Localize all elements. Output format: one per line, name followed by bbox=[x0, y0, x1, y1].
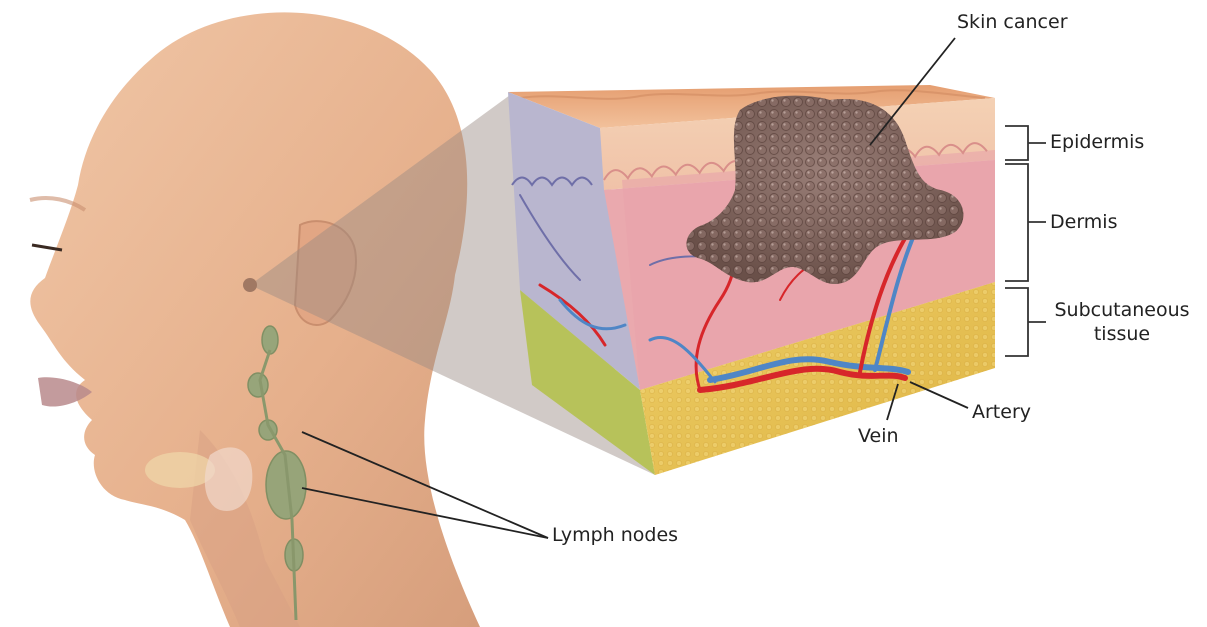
subcutaneous-bracket bbox=[1005, 288, 1046, 356]
artery-leader bbox=[910, 382, 968, 408]
label-epidermis: Epidermis bbox=[1050, 130, 1144, 154]
label-lymph-nodes: Lymph nodes bbox=[552, 523, 678, 547]
jaw-gland bbox=[205, 447, 253, 511]
salivary-gland bbox=[145, 452, 215, 488]
label-artery: Artery bbox=[972, 400, 1031, 424]
layer-brackets bbox=[1005, 126, 1046, 356]
label-skin-cancer: Skin cancer bbox=[957, 10, 1068, 34]
label-vein: Vein bbox=[858, 424, 899, 448]
label-subcutaneous: Subcutaneous tissue bbox=[1046, 298, 1198, 346]
label-subcutaneous-line1: Subcutaneous bbox=[1046, 298, 1198, 322]
lesion-site bbox=[243, 278, 257, 292]
dermis-bracket bbox=[1005, 164, 1046, 281]
skin-block bbox=[508, 85, 995, 475]
epidermis-bracket bbox=[1005, 126, 1046, 160]
label-subcutaneous-line2: tissue bbox=[1046, 322, 1198, 346]
label-dermis: Dermis bbox=[1050, 210, 1117, 234]
